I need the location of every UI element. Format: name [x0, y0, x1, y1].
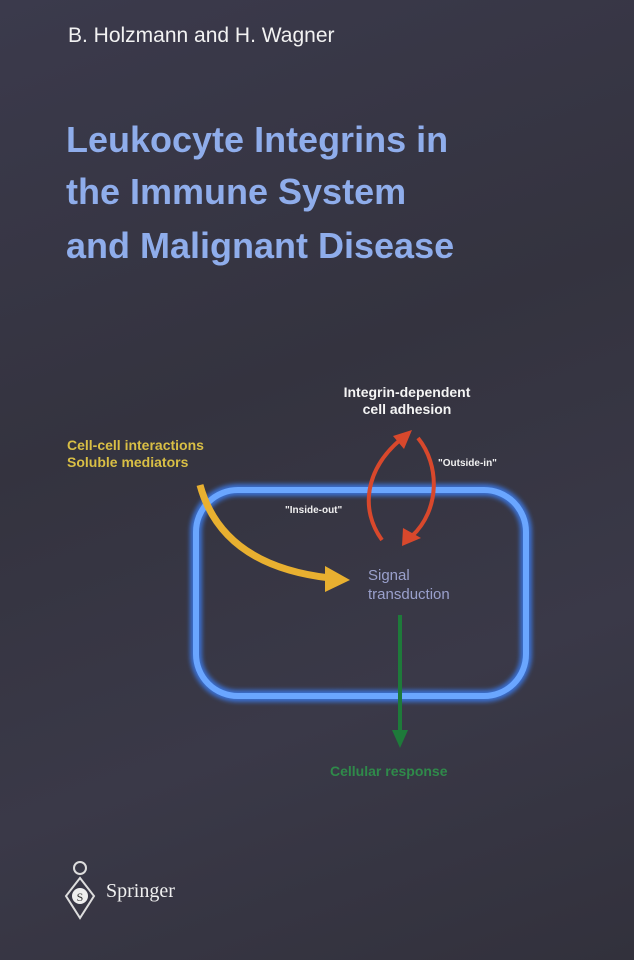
- yellow-arrowhead: [325, 566, 350, 592]
- red-arrowhead-down: [402, 528, 421, 546]
- label-line: transduction: [368, 586, 450, 603]
- title-line-1: Leukocyte Integrins in: [66, 119, 449, 160]
- label-cell-interactions: Cell-cell interactions Soluble mediators: [67, 437, 204, 471]
- red-arrowhead-up: [393, 430, 412, 449]
- label-line: Integrin-dependent: [343, 384, 471, 400]
- authors: B. Holzmann and H. Wagner: [68, 24, 335, 47]
- label-cell-adhesion: Integrin-dependent cell adhesion: [300, 384, 514, 418]
- green-arrowhead: [392, 730, 408, 748]
- label-cellular-response: Cellular response: [330, 763, 448, 779]
- label-line: Signal: [368, 567, 410, 584]
- label-line: Soluble mediators: [67, 454, 189, 470]
- publisher-name: Springer: [106, 879, 175, 902]
- label-signal-transduction: Signal transduction: [368, 566, 450, 604]
- springer-knight-icon: S: [64, 861, 96, 920]
- svg-text:S: S: [77, 890, 84, 904]
- label-inside-out: "Inside-out": [285, 505, 343, 516]
- yellow-arrow: [196, 484, 331, 582]
- title-line-3: and Malignant Disease: [66, 225, 455, 266]
- publisher-logo: S Springer: [60, 856, 175, 926]
- title-line-2: the Immune System: [66, 171, 407, 212]
- label-outside-in: "Outside-in": [438, 458, 497, 469]
- cell-membrane: [190, 484, 532, 702]
- label-line: cell adhesion: [362, 401, 452, 417]
- cell-membrane-core: [193, 487, 529, 699]
- red-arrow-outside-in: [410, 436, 436, 538]
- red-arrow-inside-out: [366, 438, 402, 542]
- label-line: Cell-cell interactions: [67, 437, 204, 453]
